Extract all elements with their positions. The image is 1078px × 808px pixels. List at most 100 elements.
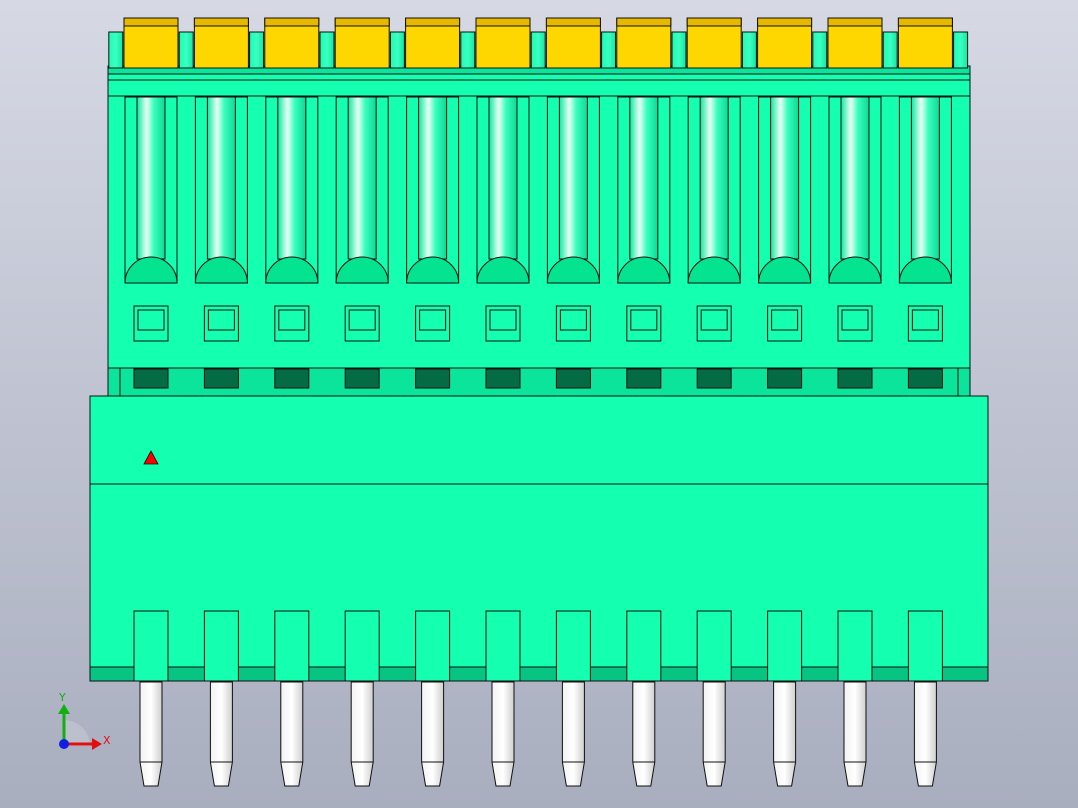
pin[interactable]: [913, 681, 937, 787]
wire-groove[interactable]: [347, 96, 377, 260]
release-window-inner: [700, 309, 728, 331]
upper-housing-body[interactable]: [107, 65, 971, 398]
wire-groove[interactable]: [558, 96, 588, 260]
pin-standoff: [485, 610, 521, 682]
groove-bottom-arc: [406, 256, 460, 284]
release-window-inner: [630, 309, 658, 331]
wire-groove[interactable]: [136, 96, 166, 260]
pin[interactable]: [350, 681, 374, 787]
groove-bottom-arc: [898, 256, 952, 284]
groove-bottom-arc: [617, 256, 671, 284]
wire-groove[interactable]: [770, 96, 800, 260]
latch-slot: [696, 368, 732, 389]
terminal-cap-top: [757, 17, 813, 27]
release-window-inner: [841, 309, 869, 331]
pin[interactable]: [843, 681, 867, 787]
wire-groove[interactable]: [840, 96, 870, 260]
pin[interactable]: [773, 681, 797, 787]
release-window-inner: [278, 309, 306, 331]
terminal-cap-top: [686, 17, 742, 27]
pin[interactable]: [632, 681, 656, 787]
release-window-inner: [911, 309, 939, 331]
wire-entry-grooves[interactable]: [124, 96, 952, 284]
groove-bottom-arc: [265, 256, 319, 284]
wire-groove[interactable]: [699, 96, 729, 260]
terminal-cap-top: [897, 17, 953, 27]
terminal-cap-top: [193, 17, 249, 27]
latch-slot: [274, 368, 310, 389]
groove-bottom-arc: [124, 256, 178, 284]
wire-groove[interactable]: [277, 96, 307, 260]
pin[interactable]: [421, 681, 445, 787]
release-window-inner: [559, 309, 587, 331]
groove-bottom-arc: [335, 256, 389, 284]
top-rib: [953, 31, 969, 69]
lower-housing[interactable]: [89, 395, 989, 682]
upper-housing[interactable]: [107, 65, 971, 398]
triangle-marker: [143, 450, 159, 465]
latch-slot: [907, 368, 943, 389]
latch-slot: [555, 368, 591, 389]
release-window-inner: [207, 309, 235, 331]
pin[interactable]: [561, 681, 585, 787]
top-rib: [530, 31, 546, 69]
latch-slot: [837, 368, 873, 389]
pin[interactable]: [491, 681, 515, 787]
wire-groove[interactable]: [910, 96, 940, 260]
y-axis-label: Y: [58, 691, 66, 704]
release-window-inner: [771, 309, 799, 331]
terminal-cap-top: [545, 17, 601, 27]
pins[interactable]: [139, 681, 937, 787]
pin[interactable]: [139, 681, 163, 787]
pin-standoff: [274, 610, 310, 682]
terminal-cap-top: [264, 17, 320, 27]
pin[interactable]: [280, 681, 304, 787]
pin-standoff: [344, 610, 380, 682]
z-axis-dot: [59, 739, 69, 749]
release-window-inner: [419, 309, 447, 331]
pin-standoff: [907, 610, 943, 682]
groove-bottom-arc: [476, 256, 530, 284]
wire-groove[interactable]: [418, 96, 448, 260]
top-rib: [601, 31, 617, 69]
groove-bottom-arc: [758, 256, 812, 284]
top-rib: [249, 31, 265, 69]
terminal-cap-top: [475, 17, 531, 27]
latch-band: [107, 367, 971, 398]
latch-slot: [203, 368, 239, 389]
release-windows[interactable]: [133, 305, 943, 342]
orientation-triad[interactable]: X Y: [58, 691, 111, 750]
top-rib: [882, 31, 898, 69]
terminal-cap-top: [827, 17, 883, 27]
terminal-cap-top: [405, 17, 461, 27]
pin[interactable]: [702, 681, 726, 787]
terminal-cap-top: [616, 17, 672, 27]
release-window-inner: [348, 309, 376, 331]
wire-groove[interactable]: [206, 96, 236, 260]
top-rib: [671, 31, 687, 69]
latch-slot: [415, 368, 451, 389]
latch-slot: [767, 368, 803, 389]
terminal-caps[interactable]: [108, 17, 969, 69]
release-window-inner: [489, 309, 517, 331]
y-axis-arrow: [58, 704, 70, 714]
wire-groove[interactable]: [629, 96, 659, 260]
groove-bottom-arc: [546, 256, 600, 284]
pin-standoff: [837, 610, 873, 682]
latch-slots[interactable]: [133, 368, 943, 389]
lower-housing-base: [89, 666, 989, 682]
pin-standoff: [203, 610, 239, 682]
x-axis-arrow: [92, 738, 102, 750]
pin-standoff: [415, 610, 451, 682]
groove-bottom-arc: [194, 256, 248, 284]
terminal-cap-top: [123, 17, 179, 27]
top-rib: [460, 31, 476, 69]
pin[interactable]: [209, 681, 233, 787]
pin-standoff: [626, 610, 662, 682]
latch-slot: [133, 368, 169, 389]
wire-groove[interactable]: [488, 96, 518, 260]
top-rib: [389, 31, 405, 69]
pin-standoff: [767, 610, 803, 682]
